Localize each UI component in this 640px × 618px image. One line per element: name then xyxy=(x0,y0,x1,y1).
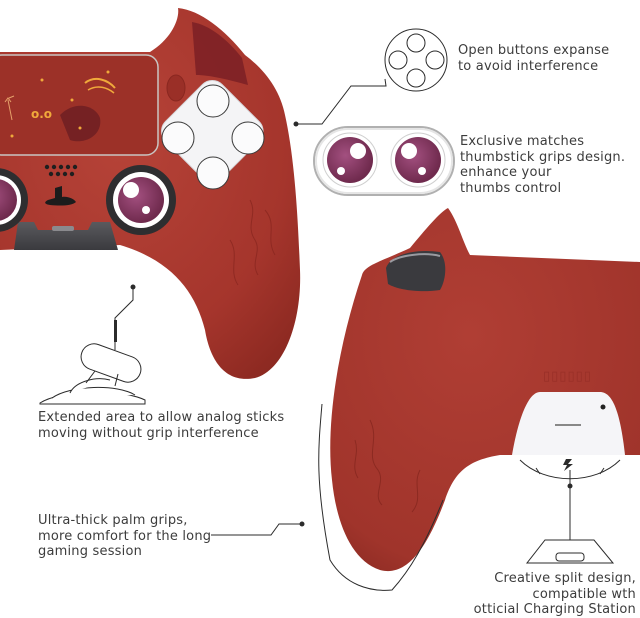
touchpad-art: o.o xyxy=(4,70,116,142)
caption-palm: Ultra-thick palm grips, more comfort for… xyxy=(38,513,212,559)
charging-port-window xyxy=(512,392,625,455)
back-skin-body xyxy=(330,208,640,572)
l2-trigger xyxy=(386,250,446,292)
caption-analog: Extended area to allow analog sticks mov… xyxy=(38,410,285,441)
face-buttons xyxy=(161,80,265,190)
right-thumbstick xyxy=(106,165,176,235)
caption-thumbsticks: Exclusive matches thumbstick grips desig… xyxy=(460,134,626,196)
ps-logo-icon xyxy=(45,186,76,206)
touchpad xyxy=(0,54,159,156)
embossed-brand-logo: ▯▯▯▯▯▯ xyxy=(543,369,592,384)
speaker-holes xyxy=(44,164,78,177)
svg-text:o.o: o.o xyxy=(31,107,52,121)
caption-charging: Creative split design, compatible wth ot… xyxy=(473,571,636,617)
left-thumbstick xyxy=(0,168,28,232)
caption-buttons: Open buttons expanse to avoid interferen… xyxy=(458,43,610,74)
